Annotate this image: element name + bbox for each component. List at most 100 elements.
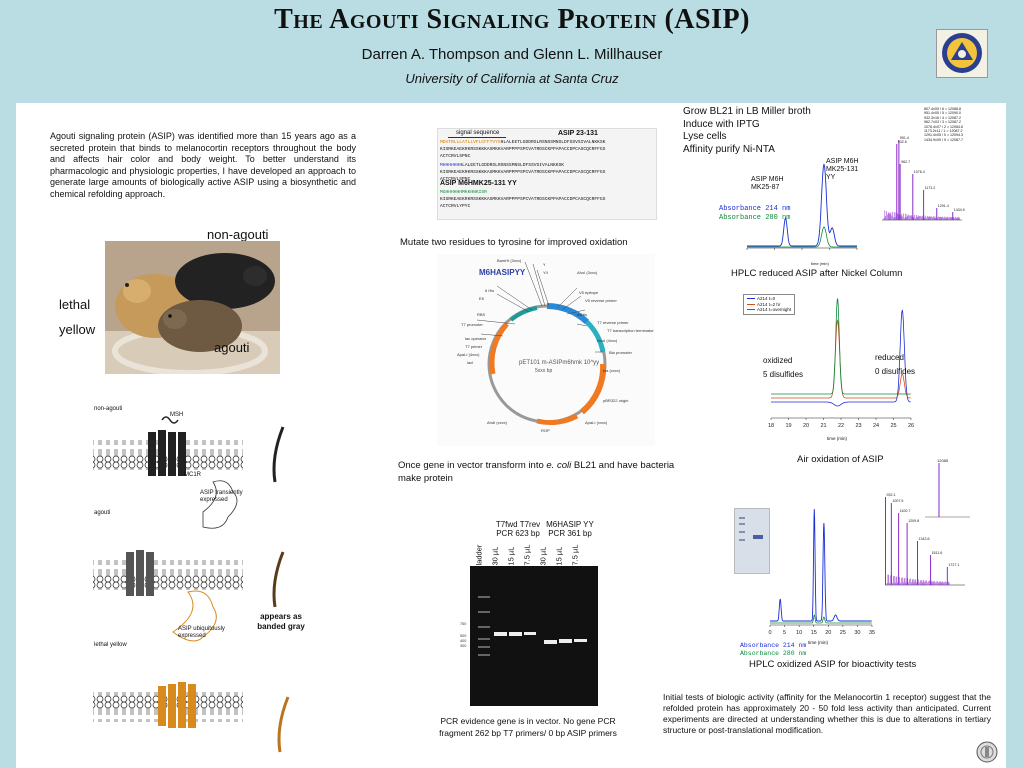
gel-col1-title: T7fwd T7rev: [495, 520, 541, 529]
hplc-oxidized-caption: HPLC oxidized ASIP for bioactivity tests: [749, 659, 917, 670]
ox-tick-label-3: 21: [820, 423, 826, 429]
rf-non-agouti: non-agouti: [94, 406, 123, 412]
seq-line-3: ACTCRVLSPNC: [440, 154, 471, 159]
plasmid-label-6: EK: [479, 296, 485, 301]
authors: Darren A. Thompson and Glenn L. Millhaus…: [361, 46, 663, 63]
plasmid-label-23: AhdI (xxxx): [487, 420, 508, 425]
seq-line-6: ACTCRVLSPNC: [440, 177, 471, 182]
ox-tick-label-0: 18: [768, 423, 774, 429]
plasmid-label-3: AhoI (3xxx): [577, 270, 598, 275]
plasmid-size: 5xxx bp: [535, 368, 553, 374]
ox-series-0: [771, 309, 911, 407]
seq-line-1: MDVTRLLLATLLVFLCFFTVYSHLALEETLGDDRSLRSNS…: [440, 140, 606, 145]
seq-asip-label: ASIP 23-131: [558, 130, 598, 137]
gel-col1-sub: PCR 623 bp: [496, 529, 540, 538]
plasmid-label-9: 6xHis: [577, 312, 588, 317]
hplc1-abs214: Absorbance 214 nm: [719, 205, 791, 213]
poster-title: The Agouti Signaling Protein (ASIP): [274, 4, 750, 35]
sequence-figure: signal sequence ASIP 23-131 MDVTRLLLATLL…: [437, 128, 657, 220]
hplc2-series-abs280: [770, 614, 872, 624]
ms2-inset-label: 12085: [937, 458, 949, 463]
hplc2-tick-label-7: 35: [869, 630, 875, 636]
gel-lane-label-4: 30 µL: [538, 546, 548, 566]
corner-seal-icon: [976, 741, 998, 763]
ms2-peak-label-5: 1511.6: [932, 551, 943, 555]
protocol-step-2: Induce with IPTG: [683, 118, 760, 130]
hplc2-tick-label-2: 10: [796, 630, 802, 636]
hplc1-xlabel: time (min): [811, 261, 829, 266]
ms1-table-row-2: 932.3±16 / 4 = 12087.2: [924, 115, 962, 120]
plasmid-label-11: T7 reverse primer: [597, 320, 629, 325]
plasmid-label-7: V5 reverse primer: [585, 298, 617, 303]
gel-lane-label-1: 30 µL: [490, 546, 500, 566]
plasmid-label-1: Y: [543, 262, 546, 267]
pcr-gel-figure: T7fwd T7rev PCR 623 bp M6HASIP YY PCR 36…: [440, 518, 610, 708]
ox-legend-item-2: A214 t=overnight: [747, 307, 791, 313]
hplc2-tick-label-1: 5: [783, 630, 786, 636]
protocol-step-4: Affinity purify Ni-NTA: [683, 143, 775, 155]
ox-tick-label-4: 22: [838, 423, 844, 429]
rf-agouti: agouti: [94, 510, 111, 516]
protocol-step-3: Lyse cells: [683, 131, 727, 142]
university-seal-logo: [936, 29, 988, 78]
mice-photo: [105, 241, 280, 376]
ox-legend-swatch-2: [747, 309, 755, 311]
ms1-peak-label-0: 951.4: [900, 136, 909, 140]
seq-line-5: KISRKEAEKRKRSSKKKASMKKVARPPPPSPCVATRDSCK…: [440, 170, 606, 175]
label-agouti: agouti: [214, 340, 250, 355]
label-yellow: yellow: [59, 322, 96, 337]
plasmid-label-4: 6 His: [485, 288, 495, 293]
seq-line-8: KISRKEAEKRKRSSKKKASMKKVARPPPPSPCVATRDSCK…: [440, 197, 606, 202]
plasmid-label-17: Bla promoter: [609, 350, 632, 355]
rf-msh: MSH: [170, 412, 184, 418]
gel-col2-title: M6HASIP YY: [546, 520, 594, 529]
ms2-peak-label-2: 1100.7: [900, 509, 911, 513]
plasmid-label-13: T7 transcription terminator: [607, 328, 654, 333]
hplc-reduced-caption: HPLC reduced ASIP after Nickel Column: [731, 268, 903, 279]
ox-legend-text-2: A214 t=overnight: [757, 307, 792, 312]
rf-mc1r: MC1R: [184, 472, 202, 478]
rf-lethal-yellow: lethal yellow: [94, 642, 127, 648]
hplc2-tick-label-0: 0: [768, 630, 771, 636]
ox-tick-label-8: 26: [908, 423, 914, 429]
hplc2-tick-label-3: 15: [811, 630, 817, 636]
hplc2-abs214: Absorbance 214 nm: [740, 642, 807, 649]
hplc-reduced-svg: [746, 163, 858, 250]
ox-legend-text-0: A214 t=0: [757, 296, 776, 301]
ms2-peak-label-6: 1727.1: [948, 563, 959, 567]
ms1-peak-label-6: 1434.9: [954, 208, 965, 212]
ox-tick-label-6: 24: [873, 423, 879, 429]
plasmid-label-22: ApaLI (xxxx): [585, 420, 608, 425]
gel-lane-label-2: 15 µL: [506, 546, 516, 566]
plasmid-map: M6HASIPYY pET101 m-ASIPm6hmk 10^yy 5xxx …: [437, 254, 655, 446]
plasmid-label-0: BamHI (3xxx): [497, 258, 522, 263]
ms2-peak-label-0: 932.1: [886, 493, 895, 497]
plasmid-caption: Once gene in vector transform into e. co…: [398, 460, 675, 484]
receptor-figure: non-agouti MSH MC1R ASIP transiently exp…: [88, 402, 333, 762]
seq-m6hmk-label: ASIP M6HMK25-131 YY: [440, 180, 517, 187]
ms1-table-row-7: 1434.9±09 / 9 = 12087.7: [924, 137, 964, 142]
hplc2-tick-label-5: 25: [840, 630, 846, 636]
ox-tick-label-7: 25: [890, 423, 896, 429]
ms2-peak-label-1: 1007.5: [892, 499, 903, 503]
seq-line-2: KISRKEAEKRKRSSKKKASMKKVARPPPPSPCVATRDSCK…: [440, 147, 606, 152]
seq-line-9: ACTCRVLYPYC: [440, 204, 471, 209]
hplc2-abs280: Absorbance 280 nm: [740, 650, 807, 657]
ms1-table-row-4: 1076.4±07 / 2 = 12084.6: [924, 124, 964, 129]
intro-paragraph: Agouti signaling protein (ASIP) was iden…: [50, 131, 356, 199]
gel-ladder-mark-1: 500: [460, 634, 467, 638]
gel-lane-label-5: 15 µL: [554, 546, 564, 566]
rf-asip-transient: ASIP transiently expressed: [200, 490, 243, 503]
